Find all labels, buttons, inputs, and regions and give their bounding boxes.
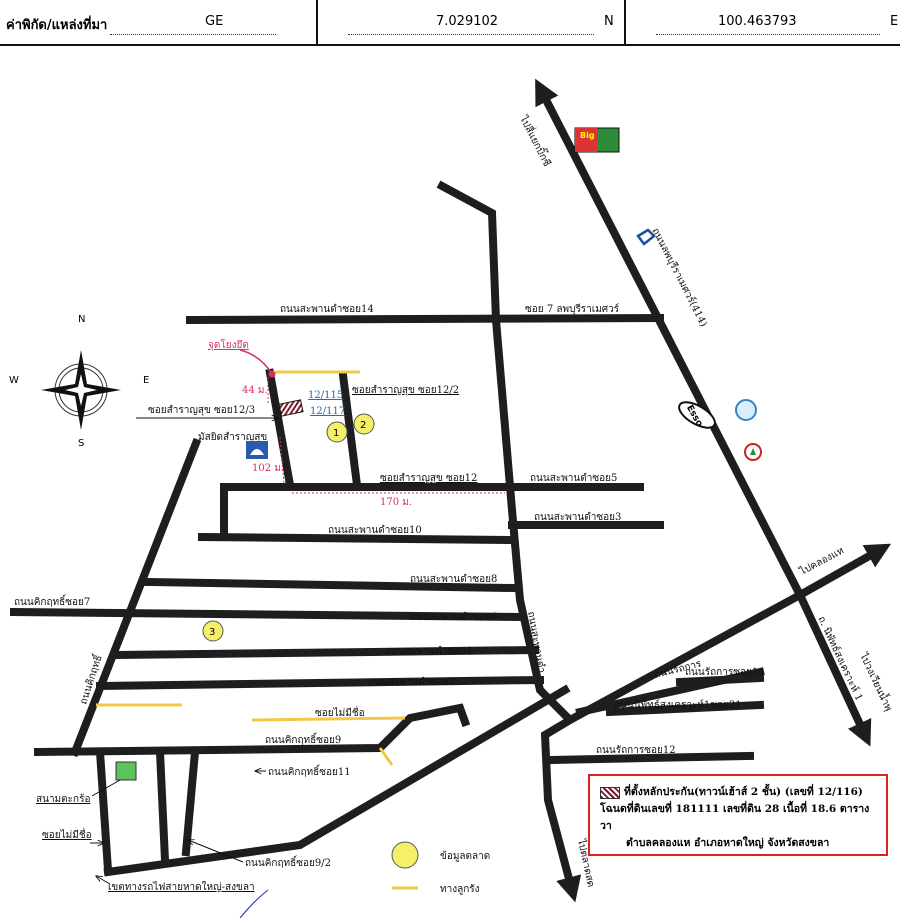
road-spd-main [436,180,582,903]
lbl-ratthakan14: ถนนรัถการซอย14 [685,667,765,678]
compass-rose: N S E W [9,314,149,449]
dirt-roads [96,370,406,766]
road-kitti9 [33,703,471,757]
start-point-label: จุดโยงยึด [208,338,249,351]
svg-text:3: 3 [209,627,215,638]
lbl-kitti7: ถนนคิกฤทธิ์ซอย7 [14,594,90,608]
road-spd2 [95,675,545,691]
svg-text:2: 2 [360,420,366,431]
road-soi12 [220,483,644,534]
road-soi12-2 [338,370,362,490]
lbl-spd3: ถนนสะพานดำซอย3 [534,512,621,523]
lbl-ratthakan12: ถนนรัถการซอย12 [596,745,676,756]
mosque-label: มัสยิดสำราญสุข [198,432,267,443]
road-network [9,78,892,903]
lbl-soi14: ถนนสะพานดำซอย14 [280,304,374,315]
lbl-soi7-lop: ซอย 7 ลพบุรีราเมศวร์ [525,303,620,315]
esso-icon [678,401,716,429]
coord-label: ค่าพิกัด/แหล่งที่มา [6,18,108,33]
dist-170: 170 ม. [380,497,412,508]
road-soi12-3 [265,368,295,490]
road-to-khlonghae [564,543,892,726]
svg-text:1: 1 [333,428,339,439]
lbl-kitti9: ถนนคิกฤทธิ์ซอย9 [265,732,341,746]
legend-easement-label: ทางลูกรัง [440,884,480,895]
dist-44: 44 ม. [242,385,268,396]
lbl-kitti9-2: ถนนคิกฤทธิ์ซอย9/2 [245,855,331,869]
road-soi-no-name-left [95,747,113,875]
road-spd10 [197,532,517,545]
road-kitti [69,437,202,758]
property-hatch [278,399,304,417]
lbl-spd5: ถนนสะพานดำซอย5 [530,473,617,484]
lbl-spd6: ถนนสะพานดำซอย6 [410,612,497,623]
legend-location: ตำบลคลองแห อำเภอหาดใหญ่ จังหวัดสงขลา [626,837,830,849]
latitude-dir: N [604,14,614,29]
legend-market-icon [391,841,419,869]
road-soi14 [185,313,665,325]
road-kitti11 [181,747,200,857]
road-spd4 [113,645,540,660]
property-hatch-icon [600,786,620,799]
lbl-spd10: ถนนสะพานดำซอย10 [328,525,422,536]
lbl-soi12: ซอยสำราญสุข ซอย12 [380,473,477,484]
big-label: Big [580,131,595,140]
lbl-spd4: ถนนสะพานดำซอย4 [385,646,472,657]
field-label: สนามตะกร้อ [36,793,90,805]
legend-deed: โฉนดที่ดินเลขที่ 181111 เลขที่ดิน 28 เนื… [600,803,870,832]
compass-e: E [143,375,149,386]
bank-seal-icon [735,399,757,421]
road-ratthakan12 [545,751,755,765]
property-legend-box: ที่ตั้งหลักประกัน(ทาวน์เฮ้าส์ 2 ชั้น) (เ… [588,774,888,856]
lbl-railway: เขตทางรถไฟสายหาดใหญ่-สงขลา [108,881,255,893]
coordinate-header: ค่าพิกัด/แหล่งที่มา GE 7.029102 N 100.46… [0,0,900,46]
longitude-value: 100.463793 [718,14,797,29]
lbl-to-circle: ไปวงเวียนน้ำพุ [857,649,897,713]
lbl-kitti11: ถนนคิกฤทธิ์ซอย11 [268,764,351,778]
bank-icon [636,228,656,246]
legend-title: ที่ตั้งหลักประกัน(ทาวน์เฮ้าส์ 2 ชั้น) (เ… [624,786,863,798]
latitude-value: 7.029102 [436,14,499,29]
legend-market-label: ข้อมูลตลาด [440,850,490,862]
lbl-spd2: ถนนสะพานดำซอย2 [368,677,455,688]
dist-102: 102 ม. [252,463,284,474]
house-12-115: 12/115 [308,390,343,401]
lbl-soi12-2: ซอยสำราญสุข ซอย12/2 [352,385,459,396]
lbl-to-big: ไปสี่แยกบิ๊กซี [517,112,555,168]
market-marker-2: 2 [353,413,375,435]
longitude-cell: 100.463793 E [626,0,900,44]
coord-source: GE [205,14,224,29]
lbl-soi12-3: ซอยสำราญสุข ซอย12/3 [148,405,255,416]
compass-n: N [78,314,85,325]
lbl-spd8: ถนนสะพานดำซอย8 [410,574,497,585]
road-kitti9-2 [155,747,170,865]
house-12-117: 12/117 [310,406,345,417]
road-spd8 [143,577,517,593]
lbl-no-name-soi: ซอยไม่มีชื่อ [315,705,365,719]
compass-w: W [9,375,19,386]
lbl-no-name-soi2: ซอยไม่มีชื่อ [42,827,92,841]
latitude-cell: 7.029102 N [318,0,626,44]
longitude-dir: E [890,14,899,29]
takraw-field-icon [115,761,137,781]
road-kitti7 [9,607,525,622]
market-marker-1: 1 [326,421,348,443]
road-ratthakan14 [675,673,765,687]
road-railway [103,684,571,877]
compass-s: S [78,438,84,449]
lbl-niphat-soi21: ถนนนิพัทธ์สงเคราะห์1ซอย21 [614,699,742,711]
road-niphat-soi21 [605,700,765,717]
market-marker-3: 3 [202,620,224,642]
coord-source-cell: ค่าพิกัด/แหล่งที่มา GE [0,0,318,44]
